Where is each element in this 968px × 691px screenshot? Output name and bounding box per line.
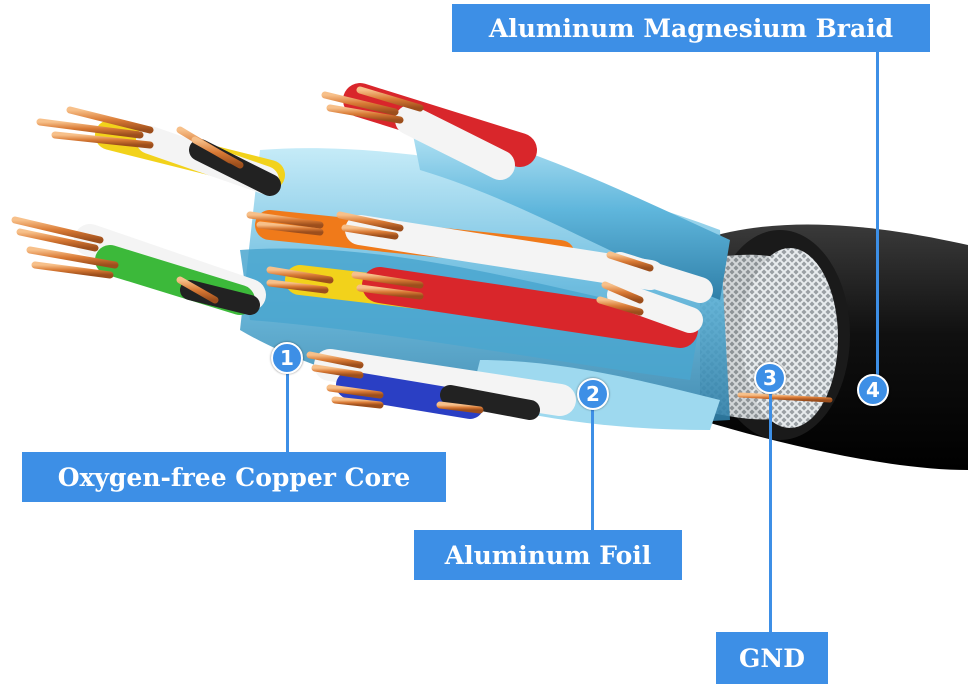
marker-3: 3 — [754, 362, 786, 394]
leader-line-gnd — [769, 392, 772, 634]
label-gnd: GND — [716, 632, 828, 684]
marker-2: 2 — [577, 378, 609, 410]
label-oxygen-free-copper-core: Oxygen-free Copper Core — [22, 452, 446, 502]
leader-line-braid — [876, 52, 879, 376]
leader-line-copper — [286, 372, 289, 454]
label-aluminum-foil: Aluminum Foil — [414, 530, 682, 580]
leader-line-foil — [591, 408, 594, 532]
marker-4: 4 — [857, 374, 889, 406]
copper-ends — [11, 86, 654, 414]
label-aluminum-magnesium-braid: Aluminum Magnesium Braid — [452, 4, 930, 52]
marker-1: 1 — [271, 342, 303, 374]
